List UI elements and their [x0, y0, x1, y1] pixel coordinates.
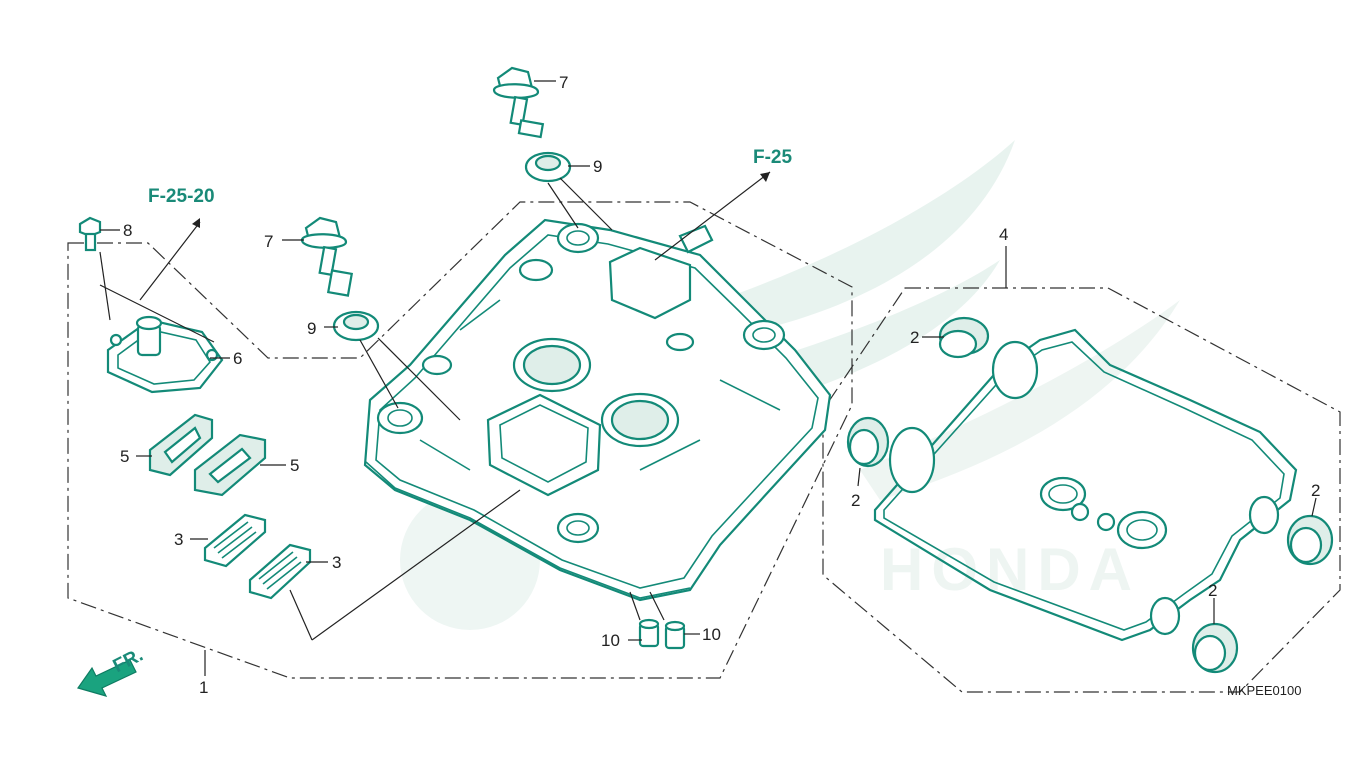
plug-2-top [938, 316, 990, 359]
callout-6: 6 [233, 349, 242, 368]
front-direction-arrow [77, 659, 137, 697]
reed-valve-3-right [248, 543, 312, 600]
callout-4: 4 [999, 225, 1008, 244]
diagram-code: MKPEE0100 [1227, 683, 1301, 698]
callout-5-right: 5 [290, 456, 299, 475]
bolt-8 [78, 216, 102, 252]
callout-2-right: 2 [1311, 481, 1320, 500]
group-outline-1 [67, 201, 853, 679]
bolt-7-upper [492, 66, 545, 139]
callout-2-top: 2 [910, 328, 919, 347]
plug-2-left [846, 416, 890, 468]
callout-9-upper: 9 [593, 157, 602, 176]
callout-7-left: 7 [264, 232, 273, 251]
washer-9-upper [524, 151, 572, 183]
cylinder-head-cover [363, 218, 832, 602]
reference-f25-20: F-25-20 [148, 186, 215, 207]
dowel-collar-10-right [664, 620, 686, 650]
callout-5-left: 5 [120, 447, 129, 466]
callout-10-right: 10 [702, 625, 721, 644]
callout-10-left: 10 [601, 631, 620, 650]
reed-valve-3-left [203, 513, 267, 568]
reference-f25: F-25 [753, 147, 793, 168]
head-cover-gasket-4 [873, 328, 1298, 642]
plug-2-bottom [1191, 622, 1239, 674]
dowel-collar-10-left [638, 618, 660, 648]
group-outline-4 [822, 287, 1341, 693]
reed-valve-gasket-5-right [193, 433, 267, 497]
callout-2-bottom: 2 [1208, 581, 1217, 600]
air-suction-cover-6 [106, 315, 224, 394]
callout-1: 1 [199, 678, 208, 697]
leader-lines [99, 80, 1317, 676]
plug-2-right [1286, 514, 1334, 566]
callout-2-left: 2 [851, 491, 860, 510]
callout-9-left: 9 [307, 319, 316, 338]
callout-3-right: 3 [332, 553, 341, 572]
callout-8: 8 [123, 221, 132, 240]
washer-9-left [332, 310, 380, 342]
bolt-7-left [300, 216, 354, 297]
svg-text:HONDA: HONDA [880, 536, 1140, 603]
callout-3-left: 3 [174, 530, 183, 549]
callout-7-upper: 7 [559, 73, 568, 92]
reed-valve-gasket-5-left [148, 413, 214, 477]
